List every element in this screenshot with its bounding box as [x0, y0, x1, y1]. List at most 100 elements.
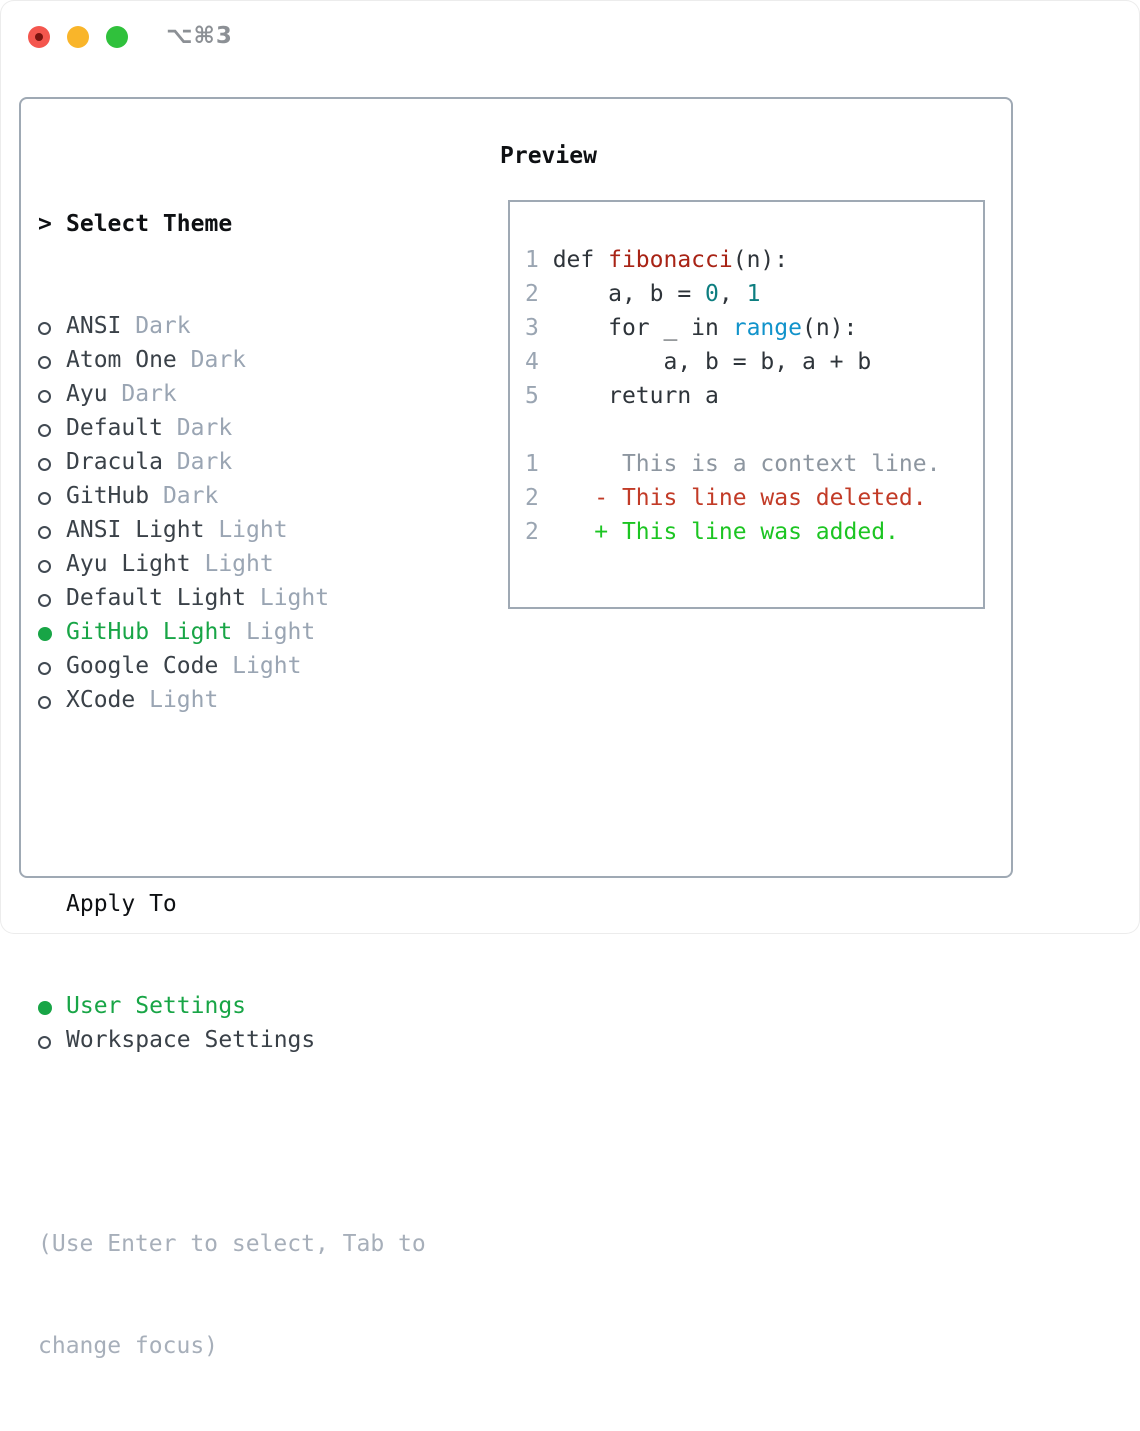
section-gap	[38, 1125, 426, 1159]
radio-icon	[38, 445, 66, 479]
selection-cursor-icon: >	[38, 211, 52, 237]
theme-option-google-code[interactable]: Google Code Light	[38, 649, 426, 683]
radio-selected-icon	[38, 989, 66, 1023]
theme-option-ayu[interactable]: Ayu Dark	[38, 377, 426, 411]
theme-name: GitHub	[66, 483, 150, 509]
theme-variant: Light	[246, 585, 330, 611]
radio-selected-icon	[38, 615, 66, 649]
diff-line: 2 + This line was added.	[525, 515, 983, 549]
close-button[interactable]	[28, 26, 50, 48]
theme-name: Atom One	[66, 347, 177, 373]
theme-variant: Dark	[162, 449, 233, 475]
theme-name: Google Code	[66, 653, 219, 679]
radio-icon	[38, 547, 66, 581]
diff-line: 2 - This line was deleted.	[525, 481, 983, 515]
code-line: 5 return a	[525, 379, 983, 413]
radio-icon	[38, 581, 66, 615]
theme-option-ayu-light[interactable]: Ayu Light Light	[38, 547, 426, 581]
radio-circle	[38, 390, 51, 403]
line-number: 2	[525, 281, 553, 307]
theme-option-xcode[interactable]: XCode Light	[38, 683, 426, 717]
radio-circle	[38, 492, 51, 505]
radio-circle	[38, 322, 51, 335]
theme-option-atom-one[interactable]: Atom One Dark	[38, 343, 426, 377]
theme-name: ANSI Light	[66, 517, 205, 543]
theme-name: Ayu	[66, 381, 108, 407]
theme-name: XCode	[66, 687, 136, 713]
radio-circle	[38, 627, 52, 641]
radio-circle	[38, 424, 51, 437]
code-segment: a, b = b, a + b	[552, 349, 872, 375]
radio-icon	[38, 479, 66, 513]
code-segment: ,	[718, 281, 747, 307]
line-number: 4	[525, 349, 553, 375]
theme-option-default-light[interactable]: Default Light Light	[38, 581, 426, 615]
radio-circle	[38, 594, 51, 607]
theme-name: Ayu Light	[66, 551, 191, 577]
apply-to-header: Apply To	[38, 887, 426, 921]
code-segment: + This line was added.	[552, 519, 899, 545]
theme-variant: Dark	[149, 483, 219, 509]
line-number: 2	[525, 485, 553, 511]
blank-line	[525, 413, 983, 447]
theme-option-ansi-light[interactable]: ANSI Light Light	[38, 513, 426, 547]
keyboard-hint-line-2: change focus)	[38, 1333, 219, 1359]
radio-circle	[38, 458, 51, 471]
keyboard-hint-line-1: (Use Enter to select, Tab to	[38, 1231, 426, 1257]
theme-name: Default	[66, 415, 163, 441]
code-segment: def	[552, 247, 609, 273]
radio-circle	[38, 696, 51, 709]
theme-option-github-light[interactable]: GitHub Light Light	[38, 615, 426, 649]
line-number: 5	[525, 383, 553, 409]
radio-circle	[38, 356, 51, 369]
code-segment: 1	[746, 281, 761, 307]
radio-circle	[38, 1001, 52, 1015]
theme-option-dracula[interactable]: Dracula Dark	[38, 445, 426, 479]
theme-variant: Light	[204, 517, 288, 543]
code-segment: return a	[552, 383, 719, 409]
theme-variant: Light	[135, 687, 219, 713]
apply-option-user-settings[interactable]: User Settings	[38, 989, 426, 1023]
theme-variant: Dark	[107, 381, 177, 407]
radio-circle	[38, 662, 51, 675]
code-segment: for _ in	[552, 315, 733, 341]
window-title-shortcut: ⌥⌘3	[166, 23, 233, 49]
radio-icon	[38, 411, 66, 445]
line-number: 2	[525, 519, 553, 545]
radio-icon	[38, 683, 66, 717]
line-number: 1	[525, 247, 553, 273]
code-line: 1 def fibonacci(n):	[525, 243, 983, 277]
code-segment: fibonacci	[608, 247, 733, 273]
close-dot-icon	[35, 33, 43, 41]
theme-option-github[interactable]: GitHub Dark	[38, 479, 426, 513]
apply-option-workspace-settings[interactable]: Workspace Settings	[38, 1023, 426, 1057]
code-line: 4 a, b = b, a + b	[525, 345, 983, 379]
code-segment: a, b =	[552, 281, 706, 307]
zoom-button[interactable]	[106, 26, 128, 48]
minimize-button[interactable]	[67, 26, 89, 48]
radio-icon	[38, 309, 66, 343]
apply-to-title: Apply To	[66, 891, 177, 917]
radio-icon	[38, 1023, 66, 1057]
theme-option-ansi[interactable]: ANSI Dark	[38, 309, 426, 343]
theme-variant: Dark	[176, 347, 247, 373]
theme-option-default[interactable]: Default Dark	[38, 411, 426, 445]
radio-icon	[38, 649, 66, 683]
code-segment: This is a context line.	[552, 451, 941, 477]
window-controls	[28, 26, 128, 48]
code-segment: range	[732, 315, 802, 341]
diff-line: 1 This is a context line.	[525, 447, 983, 481]
apply-option-label: User Settings	[66, 993, 247, 1019]
line-number: 3	[525, 315, 553, 341]
diff-block: 1 This is a context line.2 - This line w…	[525, 447, 983, 549]
radio-icon	[38, 343, 66, 377]
theme-name: GitHub Light	[66, 619, 233, 645]
code-segment: (n):	[732, 247, 789, 273]
